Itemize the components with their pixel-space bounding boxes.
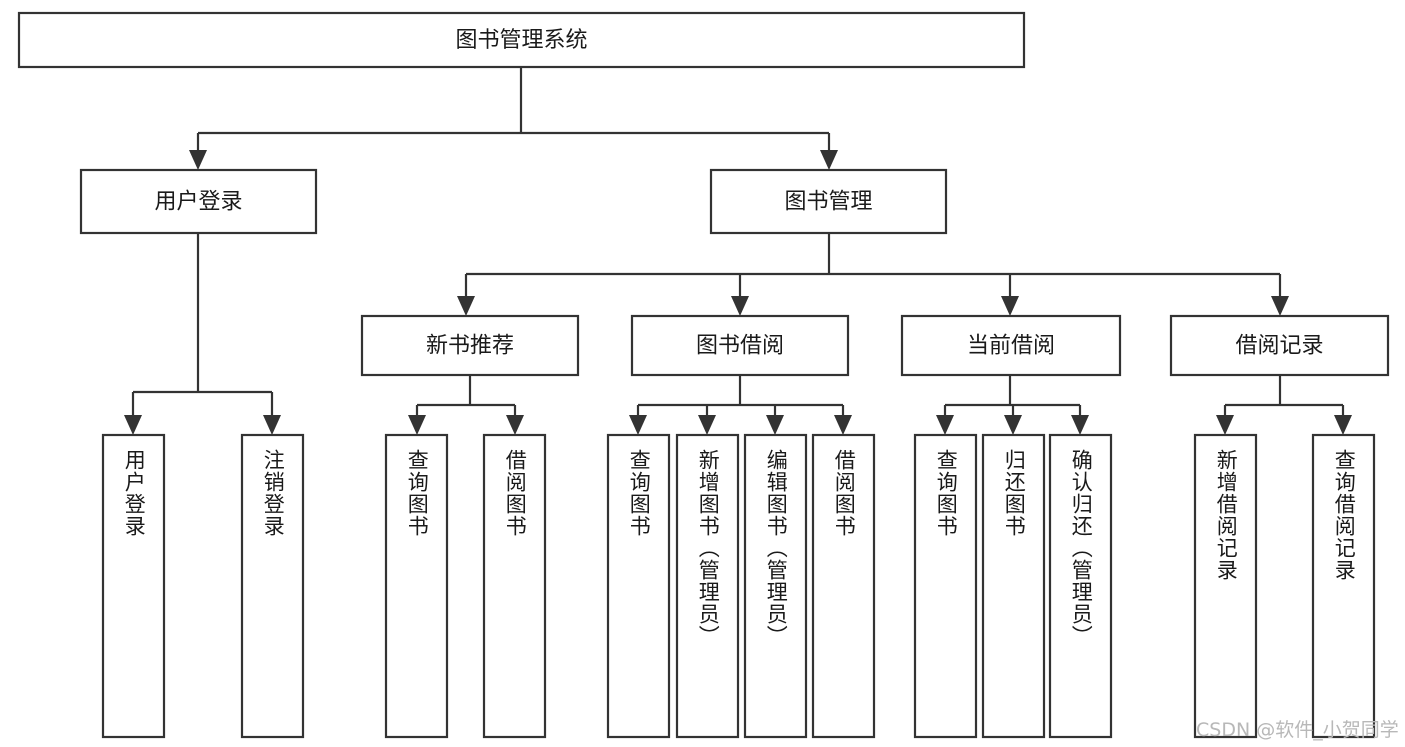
leaf-node-box-查询图书-2[interactable] xyxy=(384,433,449,739)
leaf-node-box-借阅图书-7[interactable] xyxy=(811,433,876,739)
arrowhead-cb-leaf-2 xyxy=(1004,415,1022,435)
leaf-node-label-查询借阅记录-12: 查询借阅记录 xyxy=(1332,449,1357,581)
arrowhead-nbr-leaf-1 xyxy=(408,415,426,435)
level3-node-label-图书借阅-1: 图书借阅 xyxy=(696,334,784,359)
leaf-node-label-wrap-查询图书-4: 查询图书 xyxy=(608,449,669,731)
leaf-node-box-新增图书管理员-5[interactable] xyxy=(675,433,740,739)
connector-group-user-login-to-leaves xyxy=(124,233,281,435)
leaf-node-label-借阅图书-3: 借阅图书 xyxy=(503,449,528,537)
leaf-node-label-归还图书-9: 归还图书 xyxy=(1002,449,1027,537)
arrowhead-br-leaf-2 xyxy=(1334,415,1352,435)
arrowhead-new-book-rec xyxy=(457,296,475,316)
arrowhead-user-login xyxy=(189,150,207,170)
connector-group-new-book-rec-to-leaves xyxy=(408,375,524,435)
arrowhead-book-mgmt xyxy=(820,150,838,170)
leaf-node-box-查询图书-4[interactable] xyxy=(606,433,671,739)
level3-node-label-当前借阅-2: 当前借阅 xyxy=(967,334,1055,359)
leaf-node-label-查询图书-2: 查询图书 xyxy=(405,449,430,537)
leaf-node-label-wrap-新增图书管理员-5: 新增图书（管理员） xyxy=(677,449,738,731)
level3-node-box-借阅记录-3[interactable] xyxy=(1169,314,1390,377)
arrowhead-bb-leaf-1 xyxy=(629,415,647,435)
connector-group-root-to-level2 xyxy=(189,67,838,170)
level2-node-label-图书管理-1: 图书管理 xyxy=(784,190,872,215)
connector-group-book-borrow-to-leaves xyxy=(629,375,852,435)
csdn-watermark: CSDN @软件_小贺同学 xyxy=(1196,719,1399,741)
level3-node-box-当前借阅-2[interactable] xyxy=(900,314,1122,377)
level3-node-box-图书借阅-1[interactable] xyxy=(630,314,850,377)
connector-group-book-mgmt-to-level3 xyxy=(457,233,1289,316)
leaf-node-box-用户登录-0[interactable] xyxy=(101,433,166,739)
arrowhead-leaf-user-login xyxy=(124,415,142,435)
leaf-node-box-借阅图书-3[interactable] xyxy=(482,433,547,739)
leaf-node-label-注销登录-1: 注销登录 xyxy=(261,449,286,537)
connector-group-current-borrow-to-leaves xyxy=(936,375,1089,435)
leaf-node-label-wrap-注销登录-1: 注销登录 xyxy=(242,449,303,731)
leaf-node-label-wrap-新增借阅记录-11: 新增借阅记录 xyxy=(1195,449,1256,731)
leaf-node-label-用户登录-0: 用户登录 xyxy=(122,449,147,537)
connector-group-borrow-record-to-leaves xyxy=(1216,375,1352,435)
leaf-node-label-查询图书-4: 查询图书 xyxy=(627,449,652,537)
arrowhead-nbr-leaf-2 xyxy=(506,415,524,435)
arrowhead-book-borrow xyxy=(731,296,749,316)
leaf-node-label-wrap-确认归还管理员-10: 确认归还（管理员） xyxy=(1050,449,1111,731)
leaf-node-box-确认归还管理员-10[interactable] xyxy=(1048,433,1113,739)
arrowhead-cb-leaf-3 xyxy=(1071,415,1089,435)
arrowhead-leaf-logout xyxy=(263,415,281,435)
leaf-node-label-wrap-用户登录-0: 用户登录 xyxy=(103,449,164,731)
level2-node-box-用户登录-0[interactable] xyxy=(79,168,318,235)
level3-node-label-新书推荐-0: 新书推荐 xyxy=(426,334,514,359)
leaf-node-box-查询图书-8[interactable] xyxy=(913,433,978,739)
leaf-node-box-新增借阅记录-11[interactable] xyxy=(1193,433,1258,739)
arrowhead-bb-leaf-3 xyxy=(766,415,784,435)
leaf-node-label-wrap-归还图书-9: 归还图书 xyxy=(983,449,1044,731)
arrowhead-current-borrow xyxy=(1001,296,1019,316)
leaf-node-label-确认归还管理员-10: 确认归还（管理员） xyxy=(1069,449,1094,647)
level3-node-label-借阅记录-3: 借阅记录 xyxy=(1235,334,1323,359)
level2-node-label-用户登录-0: 用户登录 xyxy=(154,190,242,215)
leaf-node-box-查询借阅记录-12[interactable] xyxy=(1311,433,1376,739)
leaf-node-label-wrap-查询图书-2: 查询图书 xyxy=(386,449,447,731)
arrowhead-br-leaf-1 xyxy=(1216,415,1234,435)
level3-node-box-新书推荐-0[interactable] xyxy=(360,314,580,377)
node-boxes-layer xyxy=(17,11,1390,739)
leaf-node-label-查询图书-8: 查询图书 xyxy=(934,449,959,537)
leaf-node-box-编辑图书管理员-6[interactable] xyxy=(743,433,808,739)
leaf-node-label-wrap-借阅图书-7: 借阅图书 xyxy=(813,449,874,731)
arrowhead-bb-leaf-2 xyxy=(698,415,716,435)
leaf-node-box-归还图书-9[interactable] xyxy=(981,433,1046,739)
level2-node-box-图书管理-1[interactable] xyxy=(709,168,948,235)
root-node-label-图书管理系统-0: 图书管理系统 xyxy=(455,28,587,53)
arrowhead-borrow-record xyxy=(1271,296,1289,316)
leaf-node-label-wrap-查询借阅记录-12: 查询借阅记录 xyxy=(1313,449,1374,731)
root-node-box-图书管理系统-0[interactable] xyxy=(17,11,1026,69)
leaf-node-label-wrap-借阅图书-3: 借阅图书 xyxy=(484,449,545,731)
leaf-node-label-wrap-编辑图书管理员-6: 编辑图书（管理员） xyxy=(745,449,806,731)
leaf-node-label-借阅图书-7: 借阅图书 xyxy=(832,449,857,537)
leaf-node-label-新增图书管理员-5: 新增图书（管理员） xyxy=(696,449,721,647)
arrowhead-cb-leaf-1 xyxy=(936,415,954,435)
leaf-node-label-编辑图书管理员-6: 编辑图书（管理员） xyxy=(764,449,789,647)
leaf-node-label-新增借阅记录-11: 新增借阅记录 xyxy=(1214,449,1239,581)
leaf-node-label-wrap-查询图书-8: 查询图书 xyxy=(915,449,976,731)
arrowhead-bb-leaf-4 xyxy=(834,415,852,435)
leaf-node-box-注销登录-1[interactable] xyxy=(240,433,305,739)
